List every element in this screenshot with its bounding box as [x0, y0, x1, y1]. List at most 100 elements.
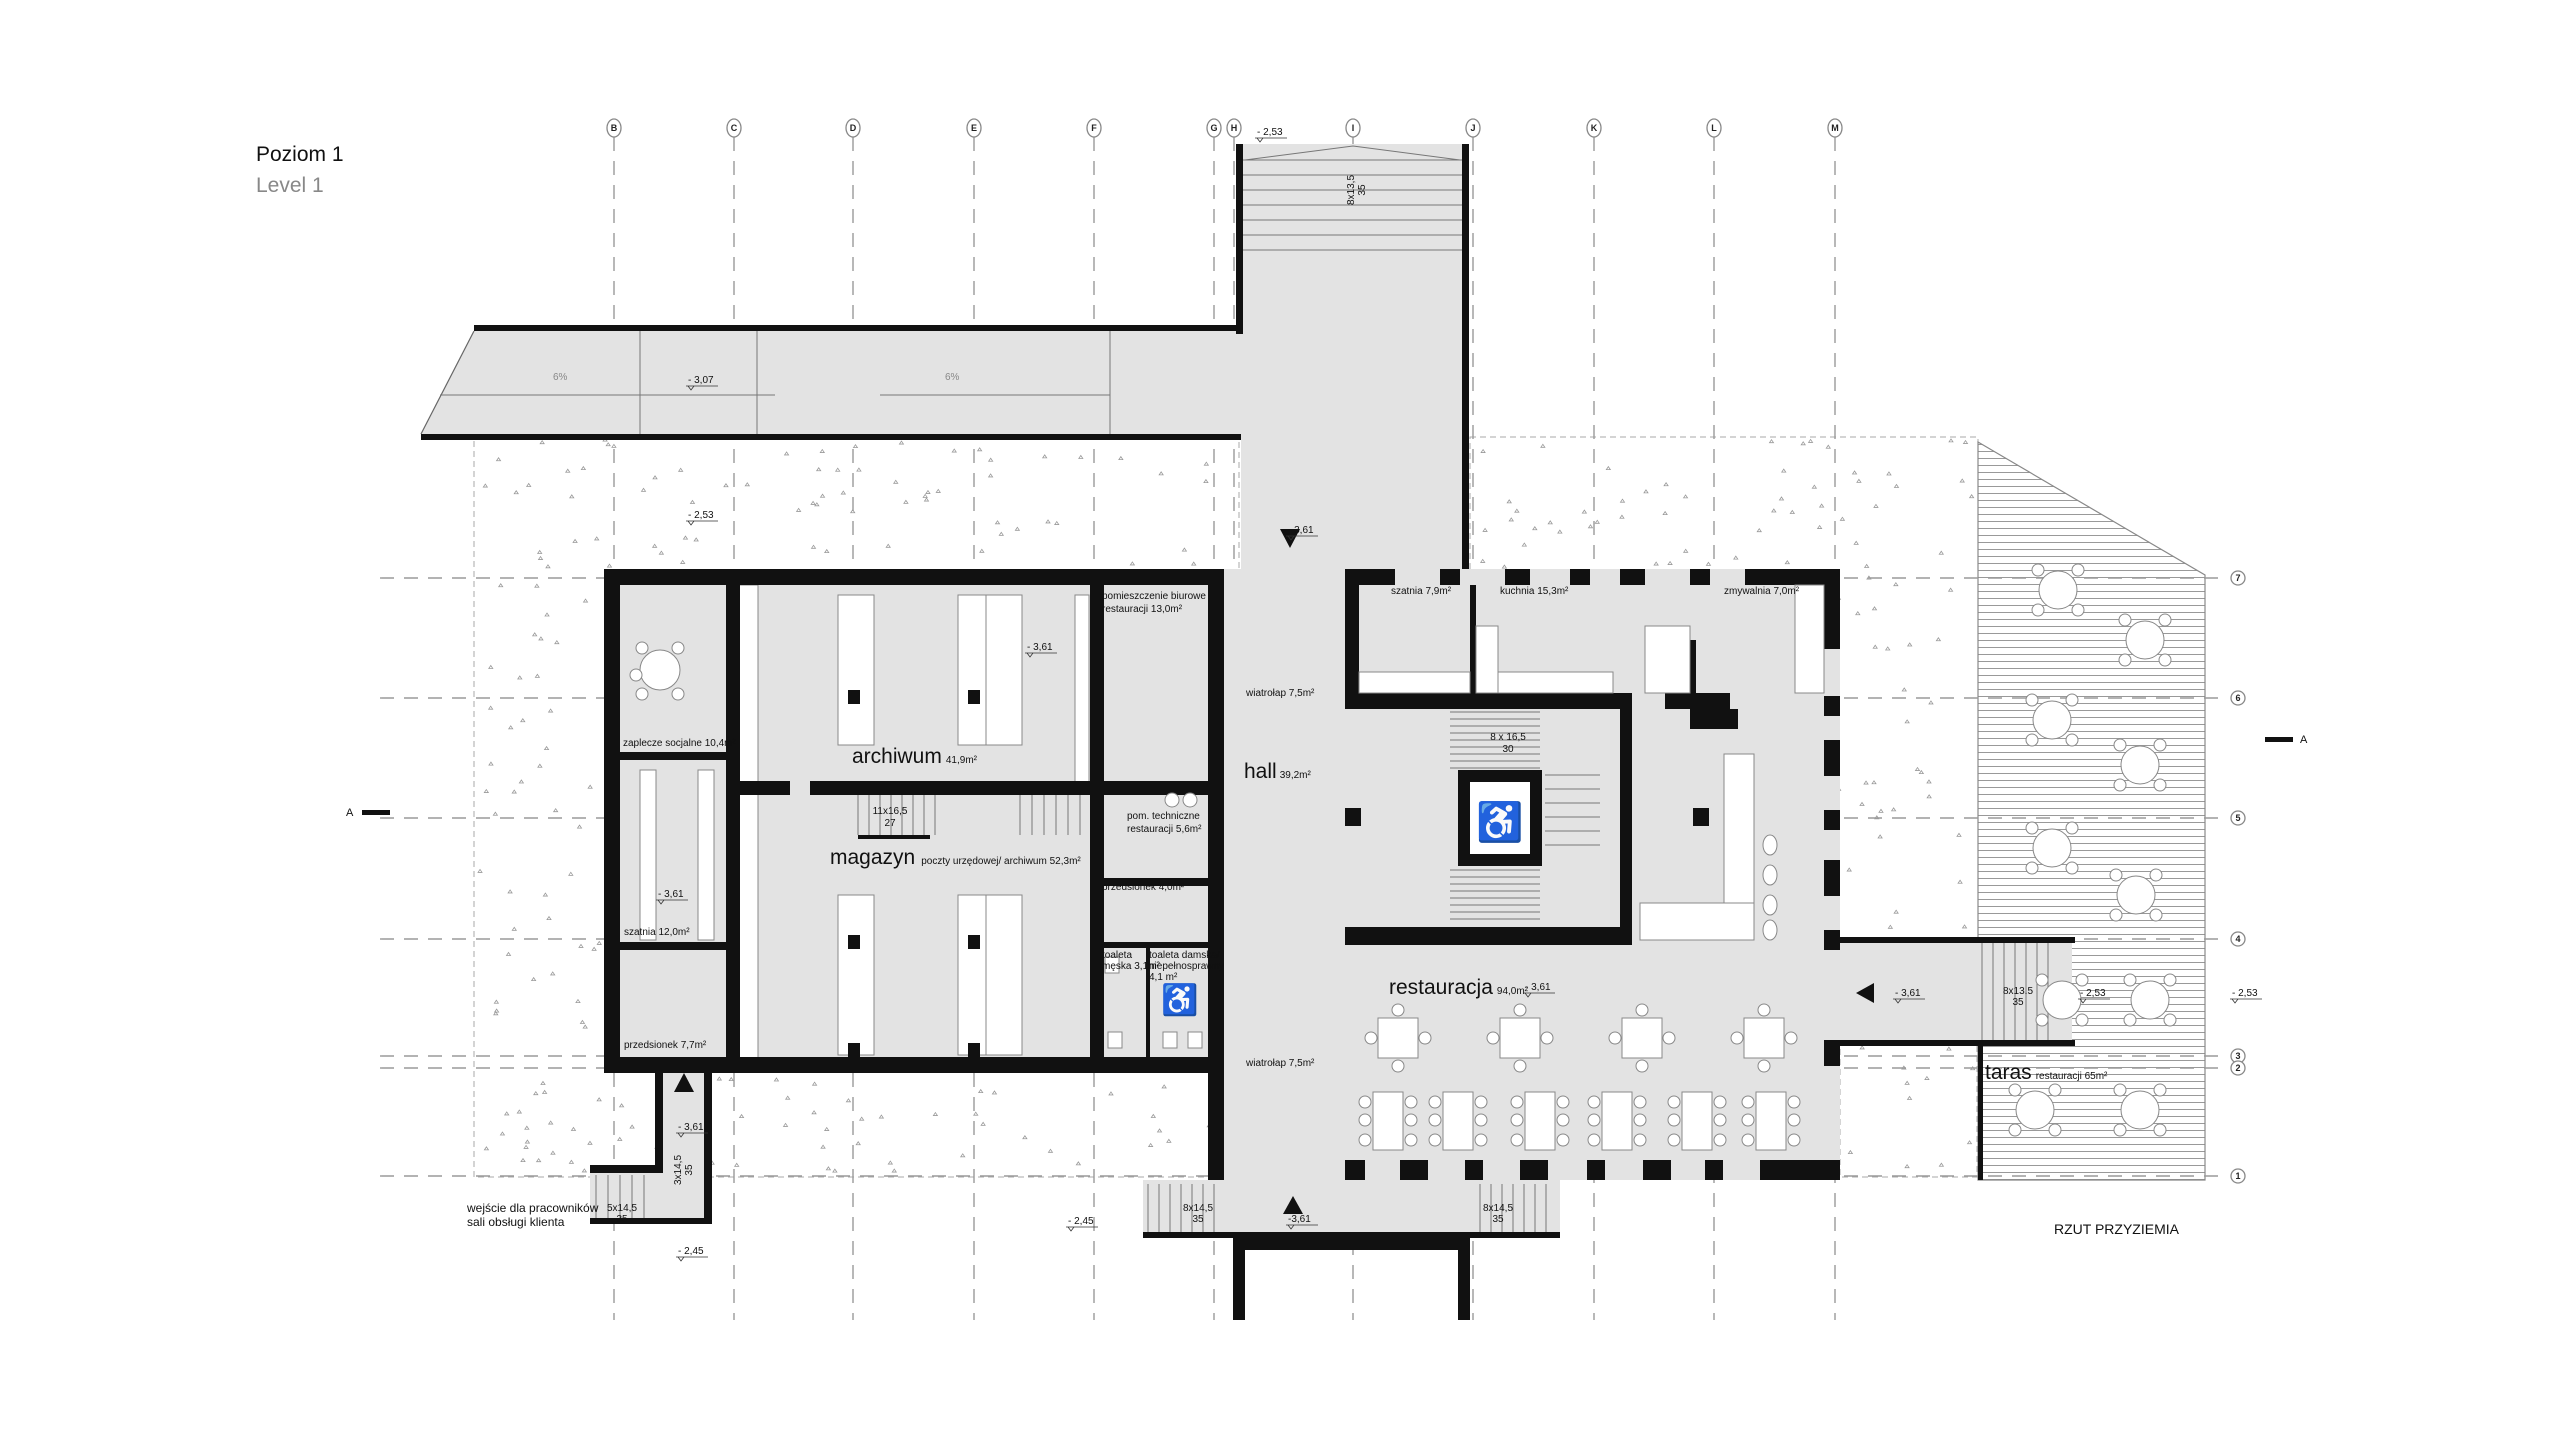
gravel-mark — [1811, 484, 1818, 489]
gravel-mark — [1906, 642, 1913, 647]
chair — [1428, 1095, 1442, 1109]
gravel-mark — [1886, 471, 1892, 476]
chair — [1510, 1095, 1524, 1109]
chair — [1741, 1133, 1755, 1147]
entrance-arrow-icon — [674, 1073, 694, 1092]
chair — [2035, 973, 2049, 987]
gravel-mark — [517, 675, 523, 680]
gravel-mark — [1890, 807, 1897, 812]
gravel-mark — [935, 488, 942, 493]
gravel-mark — [503, 1111, 510, 1116]
sanitary-fixture — [1104, 956, 1120, 974]
chair — [629, 668, 643, 682]
gravel-mark — [1800, 441, 1806, 446]
grid-bubble-row: 4 — [2230, 931, 2246, 947]
gravel-mark — [891, 1168, 898, 1173]
gravel-mark — [1078, 454, 1084, 459]
gravel-mark — [1863, 780, 1869, 785]
shelf — [837, 594, 875, 746]
locker — [639, 769, 657, 941]
chair — [1474, 1113, 1488, 1127]
gravel-mark — [878, 1114, 885, 1119]
chair — [1391, 1003, 1405, 1017]
gravel-mark — [1966, 1140, 1973, 1145]
grid-bubble-column: G — [1206, 118, 1222, 138]
gravel-mark — [1959, 478, 1965, 483]
grid-bubble-column: D — [845, 118, 861, 138]
chair — [1364, 1031, 1378, 1045]
chair — [2035, 1013, 2049, 1027]
gravel-mark — [477, 868, 483, 873]
gravel-mark — [534, 673, 541, 678]
chair — [1474, 1133, 1488, 1147]
gravel-mark — [1968, 494, 1975, 499]
elevation-value: - 2,53 — [2232, 988, 2258, 999]
stair-count: 35 — [616, 1214, 628, 1225]
archive-stair — [857, 795, 1081, 839]
gravel-mark — [1605, 465, 1612, 471]
gravel-mark — [1054, 520, 1060, 525]
gravel-mark — [1957, 879, 1963, 884]
gravel-mark — [1859, 1045, 1865, 1050]
gravel-mark — [784, 1095, 791, 1100]
chair — [1633, 1095, 1647, 1109]
gravel-mark — [925, 489, 931, 494]
room-label-wiatrolap: wiatrołap 7,5m² — [1245, 1058, 1315, 1069]
grid-row-label: 6 — [2235, 693, 2240, 703]
gravel-mark — [723, 483, 729, 488]
gravel-mark — [810, 544, 817, 549]
ramp-wall-top — [474, 325, 1245, 331]
chair — [1757, 1059, 1771, 1073]
elevation-value: - 2,45 — [1068, 1216, 1094, 1227]
chair — [1608, 1031, 1622, 1045]
gravel-mark — [858, 1116, 865, 1121]
gravel-mark — [1825, 444, 1832, 449]
chair — [1556, 1133, 1570, 1147]
elevation-marks: - 3,07- 2,53- 2,53- 3,61- 3,61- 3,61- 3,… — [656, 127, 2262, 1262]
terrace-table — [2042, 980, 2082, 1020]
terrace-table — [2120, 745, 2160, 785]
grid-column-label: F — [1091, 123, 1097, 133]
grid-column-label: J — [1470, 123, 1475, 133]
gravel-mark — [1906, 1095, 1913, 1100]
gravel-mark — [1501, 564, 1508, 569]
chair — [2065, 693, 2079, 707]
grid-row-label: 2 — [2235, 1063, 2240, 1073]
sanitary-fixture — [1162, 1031, 1178, 1049]
gravel-mark — [544, 612, 550, 617]
gravel-mark — [1893, 483, 1900, 488]
gravel-mark — [578, 943, 584, 948]
chair — [2118, 653, 2132, 667]
gravel-mark — [493, 1008, 500, 1013]
grid-bubble-column: B — [606, 118, 622, 138]
gravel-mark — [1540, 443, 1546, 448]
gravel-mark — [1781, 468, 1787, 473]
furniture — [629, 563, 2177, 1151]
gravel-mark — [549, 971, 556, 976]
gravel-mark — [520, 1157, 526, 1163]
chair — [1633, 1113, 1647, 1127]
gravel-mark — [1108, 1091, 1114, 1096]
gravel-mark — [815, 467, 822, 472]
chair — [1418, 1031, 1432, 1045]
gravel-mark — [497, 583, 504, 588]
gravel-mark — [1662, 510, 1668, 516]
gravel-mark — [783, 451, 790, 456]
gravel-mark — [932, 1111, 939, 1116]
gravel-mark — [1047, 1148, 1054, 1153]
elevation-mark: - 2,45 — [1066, 1216, 1098, 1232]
room-label-toaleta-meska-area: męska 3,1m² — [1102, 961, 1160, 972]
elevation-value: - 3,07 — [688, 375, 714, 386]
gravel-mark — [570, 1126, 577, 1131]
chair — [2075, 973, 2089, 987]
elevation-value: - 2,45 — [678, 1246, 704, 1257]
stair-count: 35 — [1192, 1214, 1204, 1225]
chair — [1510, 1113, 1524, 1127]
chair — [1428, 1113, 1442, 1127]
room-area-archiwum: 41,9m² — [946, 755, 978, 766]
gravel-mark — [538, 636, 544, 641]
ramp-slope-label: 6% — [553, 372, 568, 383]
stair-count: 35 — [1492, 1214, 1504, 1225]
gravel-mark — [1161, 1084, 1167, 1089]
gravel-mark — [738, 1113, 745, 1119]
